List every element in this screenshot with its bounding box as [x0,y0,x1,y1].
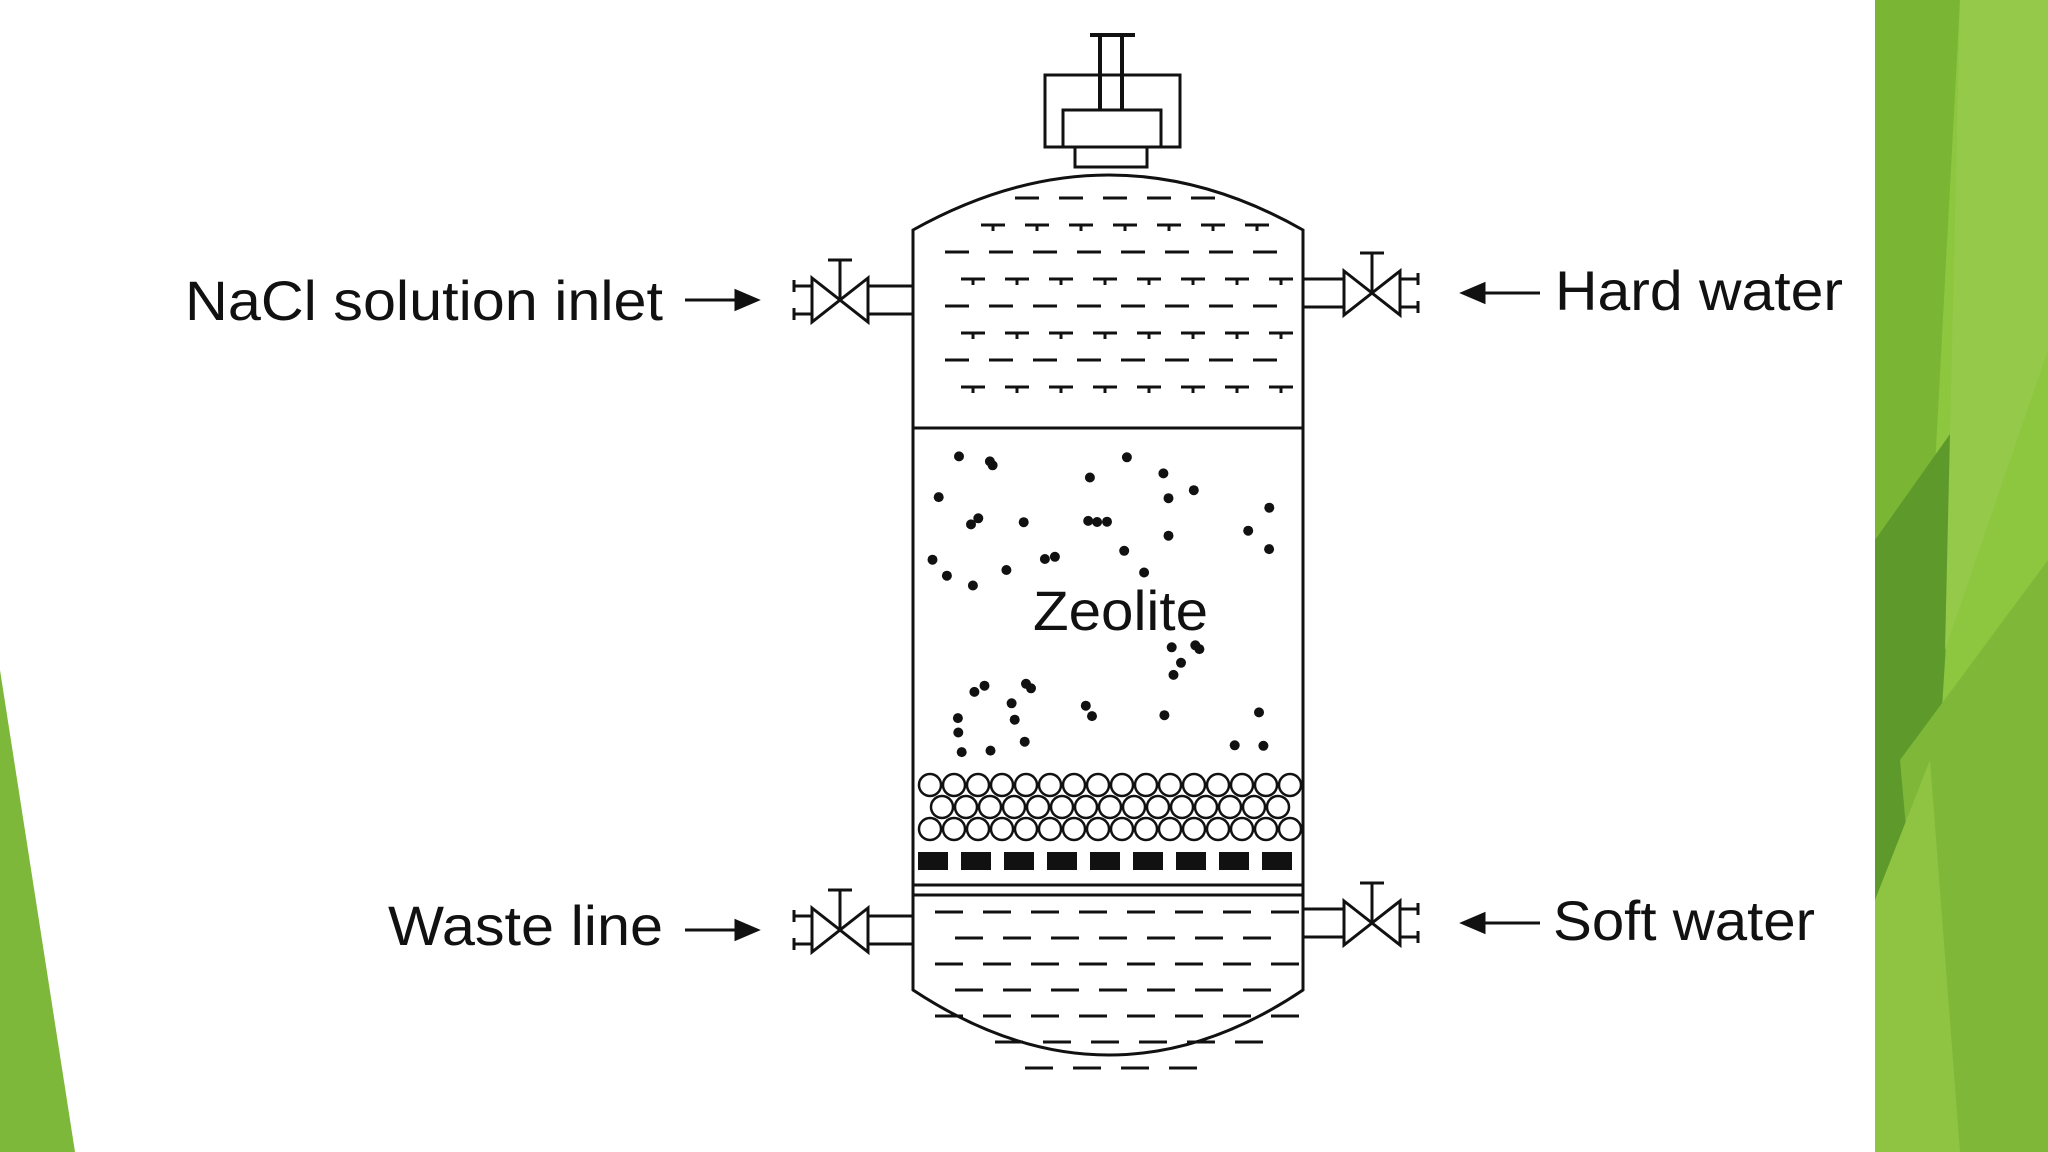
arrow-nacl-inlet [685,288,761,312]
arrow-soft-water [1459,911,1540,935]
label-soft-water: Soft water [1553,889,1815,952]
arrow-waste-line [685,918,761,942]
label-waste-line: Waste line [388,894,663,957]
label-nacl-solution-inlet: NaCl solution inlet [185,269,663,332]
valves [792,251,1420,956]
zeolite-particles [927,451,1275,758]
flow-arrows [685,281,1540,942]
left-green-accent [0,670,75,1152]
water-region-bottom [935,910,1299,1070]
support-plate [918,852,1292,870]
gravel-layer [917,772,1303,842]
right-green-accent [1875,0,2048,1152]
label-hard-water: Hard water [1555,259,1843,322]
label-zeolite: Zeolite [1033,579,1208,642]
top-cap [1043,33,1182,169]
water-region-top [945,196,1293,393]
arrow-hard-water [1459,281,1540,305]
